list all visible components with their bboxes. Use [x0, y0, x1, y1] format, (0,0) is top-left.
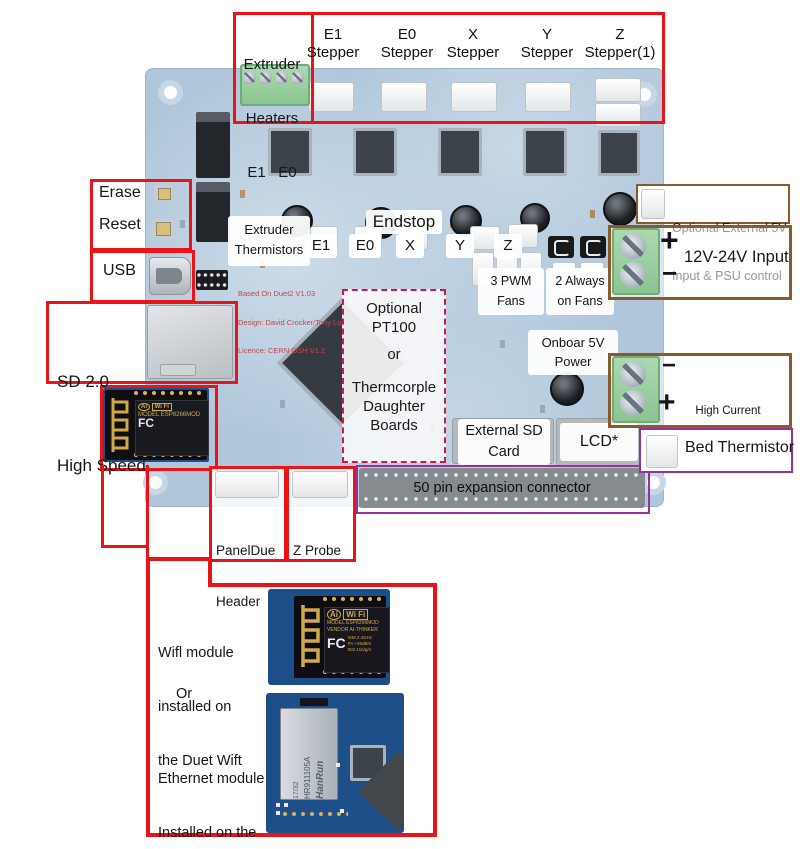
terminal-screw [620, 262, 646, 288]
paneldue-connector-front [215, 471, 279, 498]
label-external-sd: External SD Card [458, 419, 550, 465]
label-endstop-e0: E0 [349, 234, 381, 258]
stepper-driver-chip [353, 128, 397, 176]
steppers-box [311, 12, 665, 124]
bed-minus-sign: − [662, 352, 677, 379]
wifi-module-onboard: Ai Wi Fi MODEL ESP8266MOD FC [103, 388, 209, 462]
label-sd: SD 2.0 High Speed [57, 372, 146, 475]
fuse-holder [548, 236, 574, 258]
label-reset: Reset [99, 216, 141, 233]
label-ethernet-caption: Ethernet module Installed on the Duet Et… [158, 771, 265, 841]
wifi-callout-line [101, 465, 104, 548]
zprobe-connector-front [292, 471, 348, 498]
erase-reset-box [90, 179, 192, 251]
reset-button-component [152, 219, 173, 237]
label-or: Or [176, 686, 193, 702]
stepper-driver-chip [438, 128, 482, 176]
wifi-callout-line [146, 465, 149, 559]
wifi-module-photo: Ai Wi Fi MODEL ESP8266MOD VENDOR AI-THIN… [268, 589, 390, 685]
bed-thermistor-connector [646, 435, 678, 468]
bed-plus-sign: + [658, 386, 676, 419]
smd-components [240, 190, 245, 198]
capacitor [550, 372, 584, 406]
label-extruder-thermistors: Extruder Thermistors [228, 216, 310, 266]
fuse-holder [580, 236, 606, 258]
board-silkscreen-license: Based On Duet2 V1.03 Design: David Crock… [238, 289, 349, 355]
label-power-input: 12V-24V Input [684, 248, 789, 266]
label-extruder-heaters: Extruder Heaters E1 E0 [243, 56, 301, 181]
stepper-connector-z1 [595, 78, 641, 102]
terminal-screw [620, 361, 646, 387]
label-endstop-e1: E1 [305, 234, 337, 258]
label-erase: Erase [99, 184, 141, 201]
antenna-icon [111, 398, 129, 452]
power-transistor [196, 112, 230, 178]
label-endstop-y: Y [446, 234, 474, 258]
micro-usb-connector [149, 257, 191, 295]
stepper-connector-y [525, 82, 571, 112]
terminal-screw [259, 71, 272, 84]
label-pwm-fans: 3 PWM Fans [478, 268, 544, 315]
daughter-board-zone: Optional PT100 or Thermcorple Daughter B… [342, 289, 446, 463]
stepper-connector-x [451, 82, 497, 112]
label-lcd: LCD* [560, 423, 638, 461]
stepper-driver-chip [268, 128, 312, 176]
label-onboard-5v: Onboar 5V Power [528, 330, 618, 375]
label-bed-thermistor: Bed Thermistor [685, 439, 795, 456]
label-endstop-x: X [396, 234, 424, 258]
terminal-screw [291, 71, 304, 84]
wifi-callout-line [101, 545, 149, 548]
expansion-highlight-box [356, 465, 650, 514]
terminal-screw [620, 390, 646, 416]
label-wifi-caption: Wifl module installed on the Duet Wift [158, 645, 242, 769]
label-usb: USB [103, 262, 136, 279]
erase-button-component [154, 185, 173, 201]
stepper-driver-chip [598, 130, 640, 176]
terminal-screw [620, 233, 646, 259]
power-plus-sign: + [660, 222, 679, 258]
sd-box [46, 301, 238, 384]
ethernet-module-photo: 17/32 HR911105A HanRun [266, 693, 404, 833]
label-endstop-title: Endstop [366, 210, 442, 234]
wifi-onboard-highlight-box [100, 385, 218, 471]
capacitor [603, 192, 637, 226]
psu-control-box: Optional External 5V Input & PSU control [636, 184, 790, 283]
antenna-icon [301, 605, 320, 667]
label-expansion: 50 pin expansion connector [413, 480, 591, 496]
power-transistor [196, 182, 230, 242]
sd-card-slot [147, 305, 233, 379]
pin-header [196, 270, 228, 290]
stepper-connector-e0 [381, 82, 427, 112]
power-minus-sign: − [662, 258, 678, 288]
expansion-connector: 50 pin expansion connector [359, 468, 645, 508]
terminal-screw [243, 71, 256, 84]
terminal-screw [275, 71, 288, 84]
stepper-driver-chip [523, 128, 567, 176]
label-endstop-z: Z [494, 234, 522, 258]
mounting-hole [158, 80, 183, 105]
label-always-fans: 2 Always on Fans [546, 268, 614, 315]
ethernet-shield: 17/32 HR911105A HanRun [280, 708, 338, 800]
bed-thermistor-box: Bed Thermistor [639, 428, 795, 473]
